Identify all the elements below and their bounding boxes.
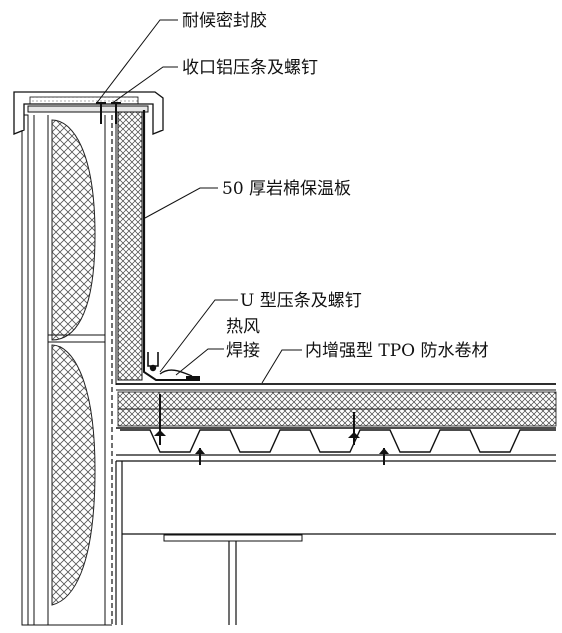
leader-lines [95,19,302,384]
label-hot-air-line2: 焊接 [226,341,260,361]
label-u-strip: U 型压条及螺钉 [240,291,362,311]
wall-panel [21,114,113,626]
label-hot-air-line1: 热风 [226,317,260,337]
roof-build-up [116,383,557,445]
parapet-upstand [115,110,200,385]
steel-beam [115,461,556,625]
label-sealant: 耐候密封胶 [182,11,267,31]
label-membrane: 内增强型 TPO 防水卷材 [305,341,489,361]
label-cap-strip: 收口铝压条及螺钉 [182,58,318,78]
label-insulation: 50 厚岩棉保温板 [222,179,351,199]
steel-deck [116,429,556,465]
